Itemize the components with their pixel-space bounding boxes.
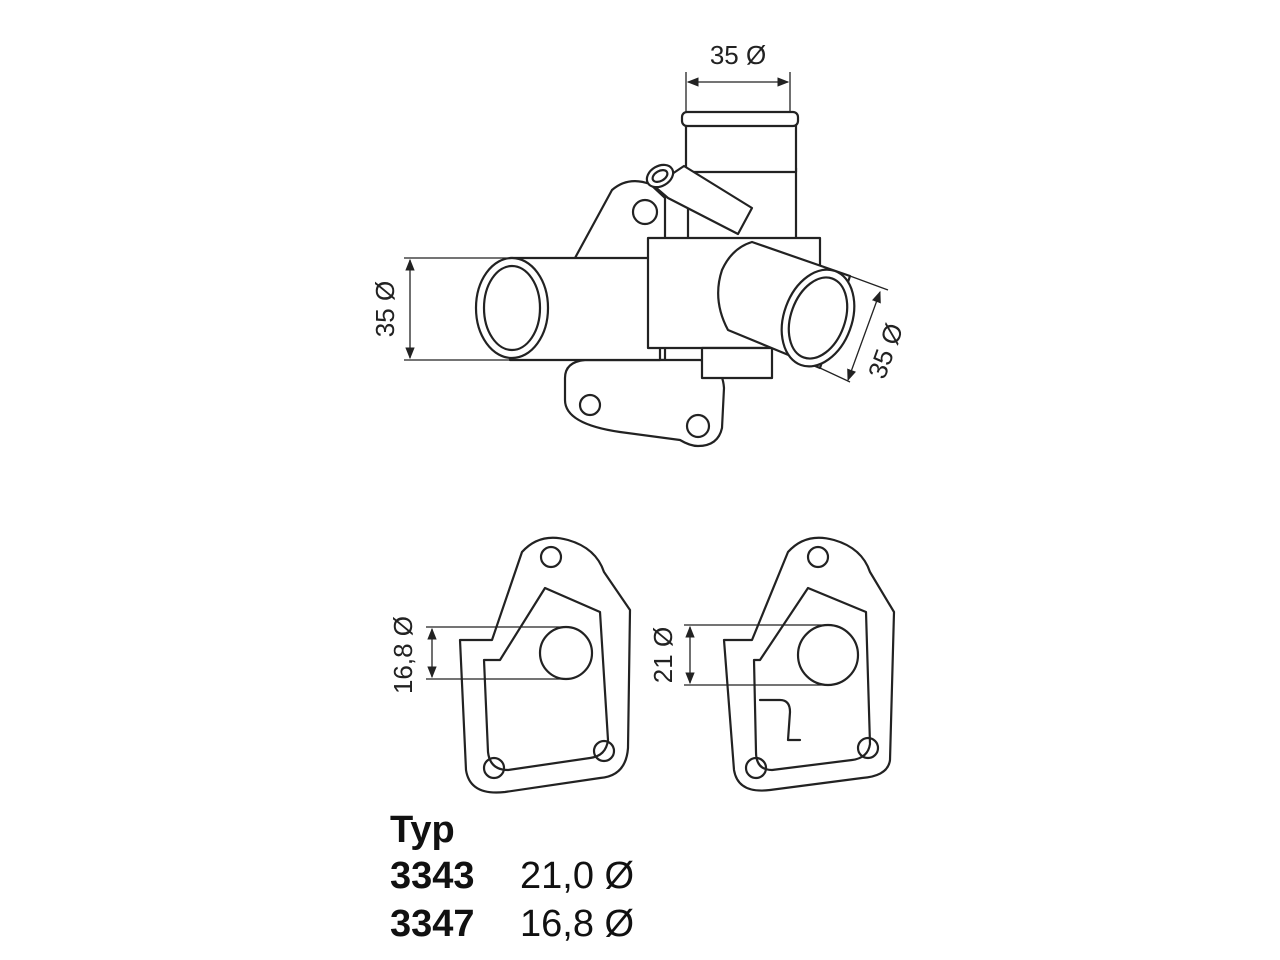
type-diameter: 21,0 Ø — [520, 855, 635, 897]
type-row: 3347 16,8 Ø — [390, 900, 634, 948]
dim-top-label: 35 Ø — [710, 40, 766, 70]
gasket-left-dim-label: 16,8 Ø — [388, 616, 418, 694]
type-table-header: Typ — [390, 809, 455, 851]
type-code: 3347 — [390, 903, 475, 945]
dim-left-label: 35 Ø — [370, 281, 400, 337]
type-diameter: 16,8 Ø — [520, 903, 635, 945]
thermostat-housing: 35 Ø 35 Ø 35 Ø — [370, 40, 909, 448]
gasket-right-dim-label: 21 Ø — [648, 627, 678, 683]
type-table: Typ 3343 21,0 Ø 3347 16,8 Ø — [390, 808, 634, 948]
type-row: 3343 21,0 Ø — [390, 852, 634, 900]
gasket-left: 16,8 Ø — [388, 536, 632, 794]
type-code: 3343 — [390, 855, 475, 897]
dim-right-label: 35 Ø — [862, 319, 909, 382]
gasket-right: 21 Ø — [648, 536, 896, 792]
